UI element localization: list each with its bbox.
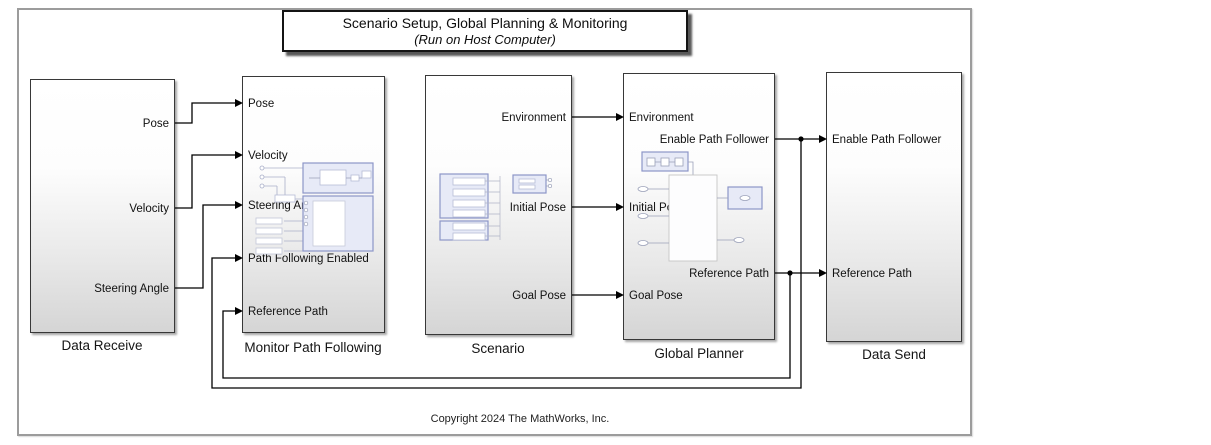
subsystem-preview-icon <box>439 173 553 241</box>
block-caption-scenario[interactable]: Scenario <box>471 341 525 356</box>
copyright-annotation: Copyright 2024 The MathWorks, Inc. <box>430 413 610 425</box>
subsystem-preview-icon <box>255 162 374 255</box>
port-label: Pose <box>142 118 169 130</box>
subsystem-preview-icon <box>637 151 763 262</box>
block-data-receive[interactable]: Pose Velocity Steering Angle <box>30 79 175 333</box>
port-label: Environment <box>501 112 566 124</box>
title-annotation[interactable]: Scenario Setup, Global Planning & Monito… <box>282 10 688 52</box>
block-caption-data-send[interactable]: Data Send <box>862 347 926 362</box>
port-label: Environment <box>629 112 694 124</box>
block-global-planner[interactable]: Environment Initial Pose Goal Pose Enabl… <box>623 73 775 340</box>
port-label: Pose <box>248 98 275 110</box>
block-monitor-path-following[interactable]: Pose Velocity Steering Angle Path Follow… <box>242 76 385 333</box>
title-line1: Scenario Setup, Global Planning & Monito… <box>342 14 628 31</box>
block-scenario[interactable]: Environment Initial Pose Goal Pose <box>425 75 572 335</box>
port-label: Reference Path <box>832 268 912 280</box>
block-caption-monitor-path-following[interactable]: Monitor Path Following <box>244 340 382 355</box>
block-data-send[interactable]: Enable Path Follower Reference Path <box>826 72 962 342</box>
block-caption-global-planner[interactable]: Global Planner <box>654 346 744 361</box>
title-line2: (Run on Host Computer) <box>414 31 556 47</box>
port-label: Velocity <box>129 203 169 215</box>
block-caption-data-receive[interactable]: Data Receive <box>61 338 143 353</box>
port-label: Enable Path Follower <box>832 134 942 146</box>
port-label: Steering Angle <box>94 283 169 295</box>
